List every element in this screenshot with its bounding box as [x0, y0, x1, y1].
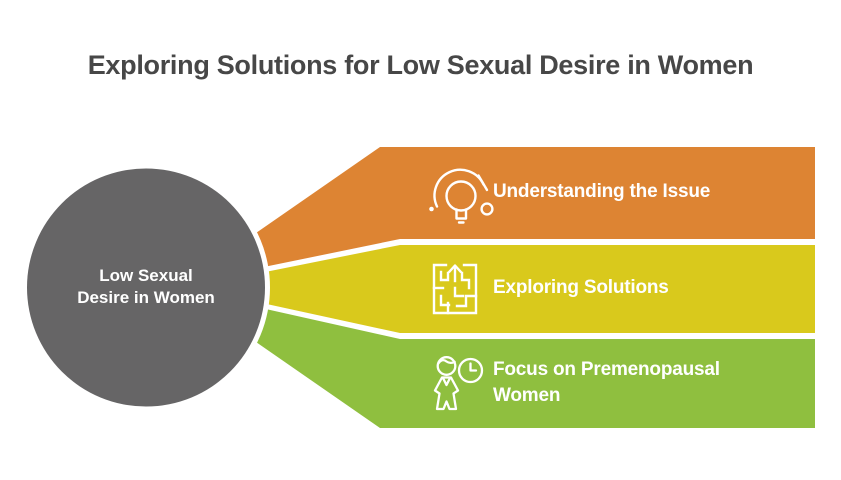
branch-ribbon-understanding: [230, 147, 815, 274]
branch-label-exploring: Exploring Solutions: [493, 277, 669, 298]
center-node-label-line2: Desire in Women: [77, 288, 215, 307]
idea-lightbulb-cycle-icon: [429, 168, 494, 224]
maze-arrow-icon: [432, 263, 478, 315]
branch-label-understanding: Understanding the Issue: [493, 181, 711, 202]
center-circle: [27, 168, 265, 407]
page-title: Exploring Solutions for Low Sexual Desir…: [87, 50, 754, 80]
branch-label-focus: Focus on Premenopausal Women: [493, 359, 720, 406]
branch-ribbon-focus: [230, 301, 815, 428]
woman-clock-icon: [433, 356, 484, 411]
center-node-label-line1: Low Sexual: [99, 266, 193, 285]
branch-ribbon-exploring: [230, 245, 815, 333]
center-node-label: Low Sexual Desire in Women: [26, 265, 266, 309]
